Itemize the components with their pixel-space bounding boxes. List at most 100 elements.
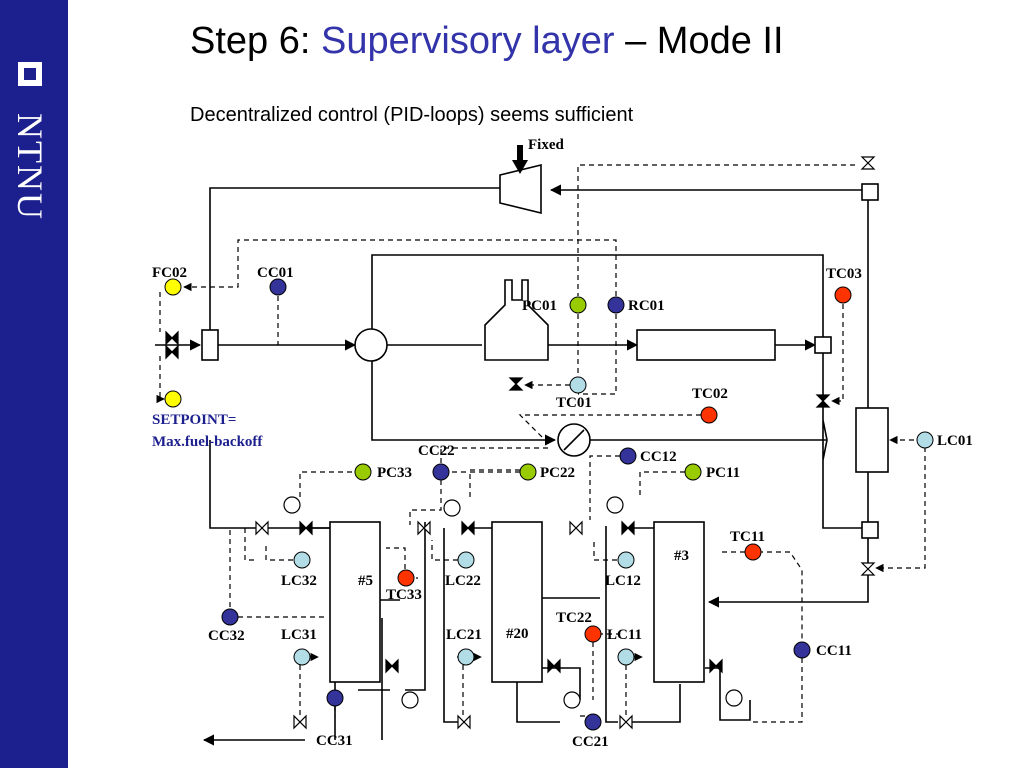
lc22-label: LC22 — [445, 573, 481, 589]
fc02-label: FC02 — [152, 265, 187, 281]
lc01-label: LC01 — [937, 433, 973, 449]
bottoms-valve-20 — [457, 714, 471, 730]
pc22-label: PC22 — [540, 465, 575, 481]
column-20 — [491, 521, 543, 683]
cc31-controller — [326, 689, 344, 707]
tc03-valve — [815, 394, 831, 408]
lc11-controller — [617, 648, 635, 666]
feed-valve-5 — [255, 520, 269, 536]
cc32-controller — [221, 608, 239, 626]
tc02-controller — [700, 406, 718, 424]
lc11-label: LC11 — [607, 627, 642, 643]
cc11-controller — [793, 641, 811, 659]
pc33-controller — [354, 463, 372, 481]
rc01-controller — [607, 296, 625, 314]
fixed-label: Fixed — [528, 137, 564, 153]
ntnu-logo-icon — [18, 62, 42, 86]
flash-drum — [855, 407, 889, 473]
cc11-label: CC11 — [816, 643, 852, 659]
tc33-controller — [397, 569, 415, 587]
title-suffix: – Mode II — [614, 20, 784, 62]
valves — [165, 156, 876, 730]
lc01-valve — [860, 562, 876, 576]
lc31-label: LC31 — [281, 627, 317, 643]
cc01-label: CC01 — [257, 265, 294, 281]
column-labels: #5 #20 #3 — [358, 548, 689, 642]
lc22-controller — [457, 551, 475, 569]
mixing-vessel — [354, 328, 388, 362]
column-3 — [653, 521, 705, 683]
compressor: Fixed — [499, 137, 564, 215]
lc01-controller — [916, 431, 934, 449]
tc03-controller — [834, 286, 852, 304]
tc03-label: TC03 — [826, 266, 862, 282]
cc32-label: CC32 — [208, 628, 245, 644]
cc22-controller — [432, 463, 450, 481]
mixer-block — [201, 329, 219, 361]
cc31-label: CC31 — [316, 733, 353, 749]
pc01-controller — [569, 296, 587, 314]
lc21-label: LC21 — [446, 627, 482, 643]
tc01-valve — [508, 377, 524, 391]
column-5-label: #5 — [358, 573, 373, 589]
controller-labels: FC02 CC01 PC01 RC01 TC01 TC03 TC02 LC01 … — [152, 265, 973, 750]
fc02-controller — [164, 278, 182, 296]
tc01-controller — [569, 376, 587, 394]
reboiler-20 — [563, 691, 581, 709]
cc12-controller — [619, 447, 637, 465]
equipment — [201, 183, 889, 683]
condenser-20 — [443, 499, 461, 517]
reactor-vessel — [484, 279, 549, 361]
column-3-label: #3 — [674, 548, 689, 564]
lc21-controller — [457, 648, 475, 666]
pc01-label: PC01 — [522, 298, 557, 314]
boilup-valve-20 — [547, 658, 561, 674]
lc12-label: LC12 — [605, 573, 641, 589]
lc32-controller — [293, 551, 311, 569]
slide-subtitle: Decentralized control (PID-loops) seems … — [190, 104, 634, 126]
pc11-controller — [684, 463, 702, 481]
lc12-controller — [617, 551, 635, 569]
setpoint-line-1: SETPOINT= — [152, 412, 236, 428]
rc01-label: RC01 — [628, 298, 665, 314]
top-junction — [861, 183, 879, 201]
title-accent: Supervisory layer — [320, 20, 615, 62]
lc32-label: LC32 — [281, 573, 317, 589]
cc12-label: CC12 — [640, 449, 677, 465]
fc02-valve-lower — [165, 344, 179, 360]
top-valve — [860, 156, 876, 170]
boilup-valve-5 — [385, 658, 399, 674]
boilup-valve-3 — [709, 658, 723, 674]
reflux-valve-3 — [621, 520, 635, 536]
tc33-label: TC33 — [386, 587, 422, 603]
column-5 — [329, 521, 381, 683]
furnace-block — [636, 329, 776, 361]
tc02-label: TC02 — [692, 386, 728, 402]
tc22-label: TC22 — [556, 610, 592, 626]
pc33-label: PC33 — [377, 465, 412, 481]
cc22-label: CC22 — [418, 443, 455, 459]
title-prefix: Step 6: — [190, 20, 321, 62]
tc11-label: TC11 — [730, 529, 765, 545]
reboiler-5 — [401, 691, 419, 709]
condenser-5 — [283, 496, 301, 514]
ntnu-sidebar: NTNU — [0, 0, 68, 768]
lower-junction — [861, 521, 879, 539]
splitter-block — [814, 336, 832, 354]
setpoint-note: SETPOINT= Max.fuel-backoff — [152, 412, 263, 450]
reflux-valve-20 — [461, 520, 475, 536]
reboiler-3 — [725, 689, 743, 707]
lc31-controller — [293, 648, 311, 666]
condenser-3 — [606, 496, 624, 514]
slide-title: Step 6: Supervisory layer – Mode II — [190, 20, 784, 63]
cc21-label: CC21 — [572, 734, 609, 750]
setpoint-controller — [164, 390, 182, 408]
feed-valve-3 — [569, 520, 583, 536]
cc01-controller — [269, 278, 287, 296]
pc11-label: PC11 — [706, 465, 740, 481]
feed-valve-20 — [417, 520, 431, 536]
tc11-controller — [744, 543, 762, 561]
tc01-label: TC01 — [556, 395, 592, 411]
controllers — [164, 278, 934, 731]
